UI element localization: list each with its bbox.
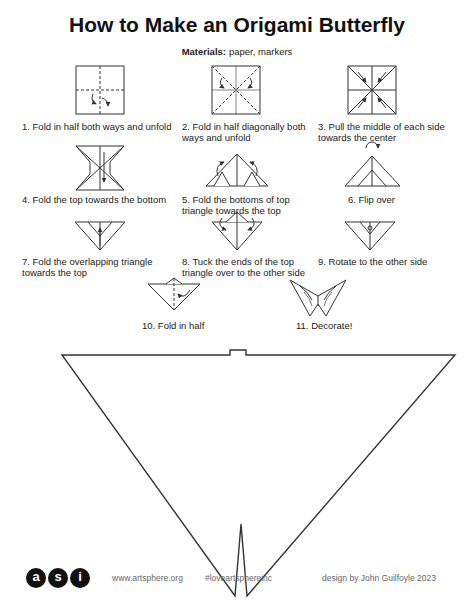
step-5-figure (206, 154, 268, 186)
materials-heading: Materials: (182, 46, 228, 57)
step-4-figure (76, 146, 124, 190)
step-caption: 4. Fold the top towards the bottom (22, 194, 182, 205)
footer-hashtag: #loveartsphereinc (205, 573, 315, 583)
step-caption: 2. Fold in half diagonally both ways and… (182, 121, 322, 144)
step-11-figure (290, 280, 346, 316)
logo-letter: s (48, 569, 68, 585)
logo-letter: i (70, 569, 90, 585)
step-3-figure (348, 66, 396, 114)
step-caption: 8. Tuck the ends of the top triangle ove… (182, 256, 322, 279)
step-10-figure (148, 278, 200, 310)
step-1-figure (76, 66, 124, 114)
butterfly-template (62, 350, 455, 596)
footer-credit: design by John Guilfoyle 2023 (322, 573, 467, 583)
logo (26, 568, 90, 588)
logo-letter: a (26, 569, 46, 585)
step-caption: 11. Decorate! (296, 320, 376, 331)
step-caption: 1. Fold in half both ways and unfold (22, 121, 182, 132)
step-caption: 7. Fold the overlapping triangle towards… (22, 256, 177, 279)
step-caption: 6. Flip over (348, 194, 448, 205)
step-9-figure (345, 222, 395, 250)
page-title: How to Make an Origami Butterfly (0, 12, 474, 37)
step-7-figure (75, 222, 125, 250)
step-caption: 3. Pull the middle of each side towards … (318, 121, 468, 144)
footer-url: www.artsphere.org (112, 573, 212, 583)
step-caption: 5. Fold the bottoms of top triangle towa… (182, 194, 322, 217)
step-6-figure (345, 142, 400, 186)
step-caption: 9. Rotate to the other side (318, 256, 468, 267)
step-8-figure (212, 212, 262, 250)
step-2-figure (212, 66, 260, 114)
step-caption: 10. Fold in half (142, 320, 242, 331)
materials-list: paper, markers (229, 46, 292, 57)
